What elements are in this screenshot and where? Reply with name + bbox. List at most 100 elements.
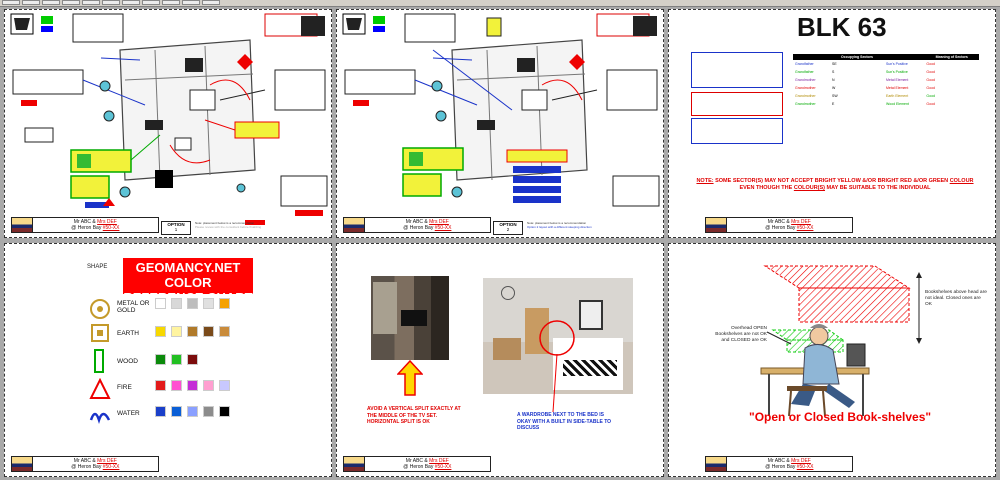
footer-unit: #50-XX xyxy=(796,464,814,470)
color-swatch xyxy=(203,326,214,337)
sector-table: Occupying Sectors Meaning of Sectors Gra… xyxy=(793,54,979,108)
toolbar-button[interactable] xyxy=(162,0,180,5)
toolbar-button[interactable] xyxy=(102,0,120,5)
footer-unit: #50-XX xyxy=(434,464,452,470)
row-label: EARTH xyxy=(117,330,139,337)
fire-row xyxy=(89,377,111,405)
toolbar-button[interactable] xyxy=(62,0,80,5)
footer-unit: #50-XX xyxy=(102,225,120,231)
color-swatch xyxy=(187,406,198,417)
row-label: WATER xyxy=(117,410,140,417)
color-swatch xyxy=(155,298,166,309)
triangle-shape-icon xyxy=(89,377,111,399)
color-swatch xyxy=(219,326,230,337)
footer-address: @ Heron Bay xyxy=(71,225,103,231)
color-swatch xyxy=(155,406,166,417)
toolbar-button[interactable] xyxy=(42,0,60,5)
open-shelf-note: Overhead OPEN Bookshelves are not OK and… xyxy=(715,326,767,343)
footer-owner: Mr ABC & xyxy=(767,458,792,464)
chart-title: GEOMANCY.NET COLOR REFERENCE CHART xyxy=(123,258,253,305)
slide-thumbnail-3[interactable]: BLK 63 Occupying Sectors Meaning of Sect… xyxy=(668,9,996,238)
color-swatch xyxy=(219,406,230,417)
footer-owner: Mr ABC & xyxy=(73,458,98,464)
slide-thumbnail-1[interactable]: Mr ABC & Mrs DEF @ Heron Bay #50-XX OPTI… xyxy=(4,9,332,238)
color-swatch xyxy=(203,380,214,391)
circle-shape-icon xyxy=(90,299,110,319)
toolbar-button[interactable] xyxy=(82,0,100,5)
toolbar-button[interactable] xyxy=(182,0,200,5)
footer-owner-2: Mrs DEF xyxy=(97,458,117,464)
logo xyxy=(12,218,33,232)
color-swatch xyxy=(187,326,198,337)
footer-address: @ Heron Bay xyxy=(403,464,435,470)
slide-thumbnail-6[interactable]: Bookshelves above head are not ideal. Cl… xyxy=(668,243,996,477)
footer-address: @ Heron Bay xyxy=(403,225,435,231)
bookshelf-illustration xyxy=(760,265,922,417)
color-swatch xyxy=(203,298,214,309)
legend-panel xyxy=(691,52,783,148)
option-badge: OPTION 2 xyxy=(493,221,523,235)
bed-caption: A WARDROBE NEXT TO THE BED IS OKAY WITH … xyxy=(517,412,612,431)
shape-label: SHAPE xyxy=(87,264,108,270)
logo xyxy=(344,457,365,471)
toolbar-button[interactable] xyxy=(202,0,220,5)
logo xyxy=(706,457,727,471)
row-label: WOOD xyxy=(117,358,138,365)
color-swatch xyxy=(155,380,166,391)
earth-swatches xyxy=(155,326,235,337)
toolbar-button[interactable] xyxy=(22,0,40,5)
logo xyxy=(12,457,33,471)
up-arrow-icon xyxy=(397,360,423,396)
row-label: FIRE xyxy=(117,384,132,391)
highlight-circle-icon xyxy=(539,320,575,356)
toolbar-button[interactable] xyxy=(122,0,140,5)
slide-thumbnail-5[interactable]: AVOID A VERTICAL SPLIT EXACTLY AT THE MI… xyxy=(336,243,664,477)
bedroom-photo xyxy=(483,278,633,394)
color-swatch xyxy=(155,326,166,337)
color-swatch xyxy=(187,298,198,309)
floor-plan-diagram xyxy=(342,13,660,207)
rectangle-shape-icon xyxy=(94,349,104,373)
footer-owner: Mr ABC & xyxy=(405,458,430,464)
footer-unit: #50-XX xyxy=(434,225,452,231)
footer-owner-2: Mrs DEF xyxy=(97,219,117,225)
wood-swatches xyxy=(155,354,203,365)
water-swatches xyxy=(155,406,235,417)
color-swatch xyxy=(171,298,182,309)
color-swatch xyxy=(187,354,198,365)
footer-owner-2: Mrs DEF xyxy=(429,219,449,225)
color-swatch xyxy=(171,354,182,365)
footer-address: @ Heron Bay xyxy=(71,464,103,470)
tv-caption: AVOID A VERTICAL SPLIT EXACTLY AT THE MI… xyxy=(367,406,461,425)
slide-footer: Mr ABC & Mrs DEF @ Heron Bay #50-XX xyxy=(11,456,159,472)
toolbar-button[interactable] xyxy=(2,0,20,5)
color-swatch xyxy=(155,354,166,365)
tv-wall-photo xyxy=(371,276,449,360)
toolbar-button[interactable] xyxy=(142,0,160,5)
footer-owner: Mr ABC & xyxy=(767,219,792,225)
logo xyxy=(344,218,365,232)
slide-footer: Mr ABC & Mrs DEF @ Heron Bay #50-XX xyxy=(705,217,853,233)
slide-caption: "Open or Closed Book-shelves" xyxy=(749,410,932,424)
footer-owner-2: Mrs DEF xyxy=(791,458,811,464)
footer-unit: #50-XX xyxy=(102,464,120,470)
footer-unit: #50-XX xyxy=(796,225,814,231)
square-shape-icon xyxy=(91,324,109,342)
option-note: Note: placement below is a recommendatio… xyxy=(195,221,262,229)
slide-footer: Mr ABC & Mrs DEF @ Heron Bay #50-XX xyxy=(11,217,159,233)
earth-row xyxy=(89,322,111,349)
slide-thumbnail-2[interactable]: Mr ABC & Mrs DEF @ Heron Bay #50-XX OPTI… xyxy=(336,9,664,238)
color-swatch xyxy=(219,298,230,309)
color-swatch xyxy=(171,326,182,337)
color-swatch xyxy=(219,380,230,391)
option-note: Note: placement below is a recommendatio… xyxy=(527,221,592,229)
slide-thumbnail-4[interactable]: SHAPE GEOMANCY.NET COLOR REFERENCE CHART… xyxy=(4,243,332,477)
sector-note: NOTE: SOME SECTOR(S) MAY NOT ACCEPT BRIG… xyxy=(696,178,974,191)
row-label: METAL OR GOLD xyxy=(117,300,150,314)
fire-swatches xyxy=(155,380,235,391)
